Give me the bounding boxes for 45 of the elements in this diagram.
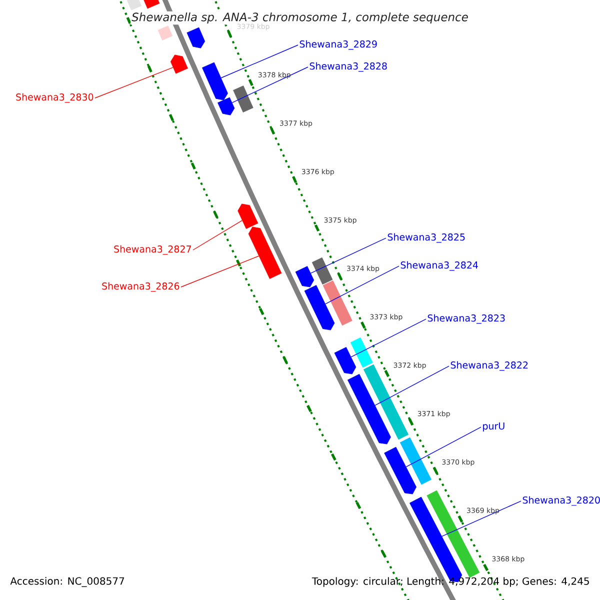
- gene-label: Shewana3_2826: [102, 282, 180, 292]
- leader-line: [325, 266, 400, 304]
- gene-label: Shewana3_2828: [310, 62, 387, 72]
- gene-block: [144, 0, 160, 9]
- gene-block: [347, 374, 391, 444]
- gene-label: Shewana3_2820: [522, 496, 600, 506]
- gene-label: purU: [483, 422, 504, 432]
- gene-box: [158, 26, 173, 40]
- leader-line: [406, 426, 482, 468]
- gene-block: [304, 285, 335, 330]
- leader-line: [94, 67, 174, 98]
- leader-line: [192, 220, 242, 250]
- gene-label: Shewana3_2825: [388, 233, 465, 243]
- accession-text: Accession: NC_008577: [10, 577, 124, 587]
- leader-line: [442, 500, 522, 537]
- gene-block: [295, 266, 314, 288]
- gene-box: [312, 257, 333, 285]
- leader-line: [220, 44, 298, 78]
- gene-label: Shewana3_2829: [300, 40, 377, 50]
- gene-block: [186, 27, 206, 48]
- gene-block: [218, 97, 235, 116]
- gene-label: Shewana3_2823: [428, 314, 505, 324]
- gene-label: Shewana3_2830: [16, 93, 94, 103]
- gene-box: [233, 86, 254, 112]
- gene-block: [170, 54, 188, 74]
- gene-block: [202, 62, 228, 100]
- gene-label: Shewana3_2827: [114, 245, 191, 255]
- gene-block: [238, 204, 258, 229]
- leader-line: [310, 238, 386, 274]
- gene-block: [248, 226, 282, 279]
- title: Shewanella sp. ANA-3 chromosome 1, complete sequence: [130, 11, 470, 25]
- gene-label: Shewana3_2822: [450, 361, 528, 371]
- leader-line: [180, 256, 260, 288]
- leader-line: [232, 66, 308, 103]
- summary-text: Topology: circular; Length: 4,972,204 bp; Genes: 4,245: [312, 577, 589, 587]
- gene-label: Shewana3_2824: [400, 261, 478, 271]
- gene-box: [363, 364, 409, 440]
- gene-box: [126, 0, 142, 10]
- gene-box: [322, 280, 352, 326]
- gene-box: [400, 437, 432, 485]
- gene-block: [384, 446, 416, 494]
- leader-line: [350, 318, 426, 358]
- leader-line: [374, 366, 450, 406]
- gene-block: [334, 347, 356, 374]
- gene-box: [350, 337, 373, 368]
